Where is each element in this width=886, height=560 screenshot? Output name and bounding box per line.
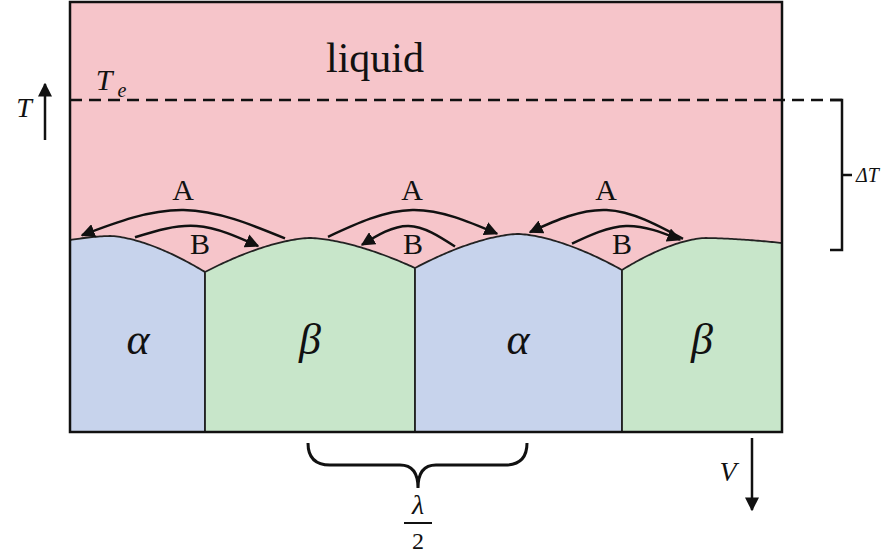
diffusion-arrow: [82, 210, 285, 238]
phase-label: α: [126, 318, 149, 362]
species-label: A: [172, 175, 194, 205]
phase-outline: [415, 234, 622, 432]
liquid-region: liquid: [70, 2, 782, 272]
velocity-arrow: [751, 438, 754, 510]
fraction-bar: [404, 522, 432, 524]
axis-symbol: T: [16, 94, 32, 122]
velocity-label: V: [719, 458, 736, 486]
species-label: A: [401, 175, 423, 205]
region-label: liquid: [326, 37, 424, 79]
beta-phase: β: [622, 226, 782, 432]
alpha-phase: α: [415, 226, 622, 432]
species-label: B: [612, 229, 632, 259]
undercooling-label: ΔT: [856, 165, 879, 185]
phase-label: β: [299, 318, 321, 362]
phase-outline: [70, 236, 205, 432]
temperature-arrow: [44, 84, 47, 140]
species-label: B: [403, 229, 423, 259]
alpha-phase: α: [70, 226, 205, 432]
subscript: e: [118, 80, 127, 100]
species-label: B: [190, 229, 210, 259]
species-label: A: [595, 175, 617, 205]
beta-phase: β: [205, 226, 415, 432]
diffusion-arrow: [530, 210, 683, 239]
spacing-brace: [308, 443, 527, 488]
phase-label: α: [506, 318, 529, 362]
temperature-symbol: T: [96, 65, 113, 95]
phase-label: β: [691, 318, 713, 362]
spacing-denominator: 2: [412, 529, 424, 553]
undercooling-bracket: [830, 100, 852, 250]
spacing-symbol: λ: [412, 491, 424, 519]
eutectic-line: [70, 99, 842, 102]
phase-outline: [205, 238, 415, 432]
phase-outline: [622, 238, 782, 432]
frame-border: [70, 2, 782, 432]
